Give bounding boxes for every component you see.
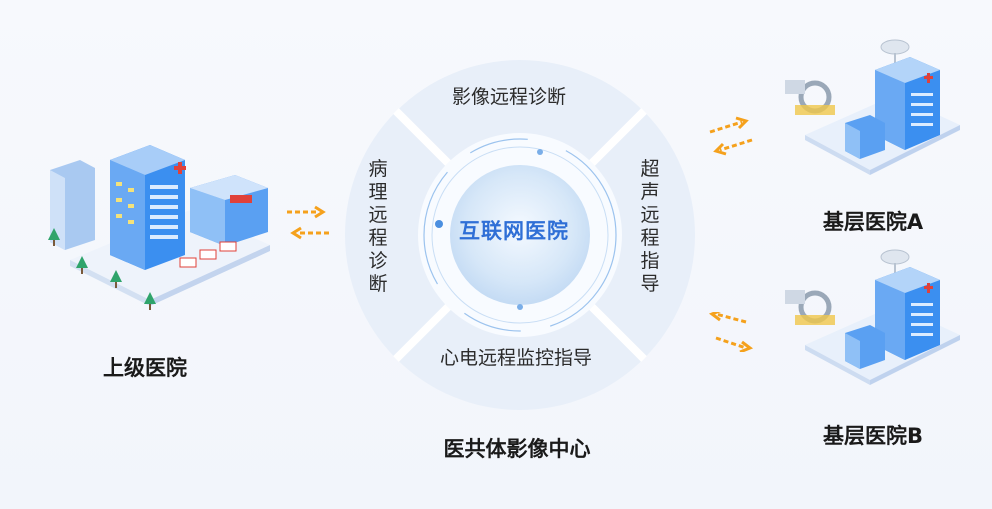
grassroots-hospital-b-label: 基层医院B bbox=[822, 424, 923, 448]
satellite-dish-icon bbox=[880, 249, 910, 275]
ambulance-icon bbox=[179, 241, 237, 268]
tree-icon bbox=[48, 228, 156, 310]
segment-left-label: 病理远程诊断 bbox=[368, 158, 388, 295]
exchange-arrows-icon bbox=[709, 116, 753, 156]
inner-arc-2 bbox=[431, 146, 609, 324]
inner-arc bbox=[423, 138, 617, 332]
satellite-dish-icon bbox=[880, 39, 910, 65]
center-title: 互联网医院 bbox=[459, 219, 569, 243]
hospital-building-icon bbox=[48, 145, 270, 310]
segment-right-label: 超声远程指导 bbox=[640, 158, 660, 295]
segment-bottom-label: 心电远程监控指导 bbox=[440, 347, 593, 369]
exchange-arrows-icon bbox=[708, 312, 754, 352]
grassroots-hospital-a-label: 基层医院A bbox=[822, 210, 924, 234]
clinic-building-icon bbox=[785, 39, 960, 175]
arc-dot bbox=[517, 304, 523, 310]
upper-hospital-label: 上级医院 bbox=[103, 356, 187, 380]
arc-dot bbox=[537, 149, 543, 155]
center-disc bbox=[450, 165, 590, 305]
service-ring-diagram bbox=[345, 60, 695, 410]
clinic-building-icon bbox=[785, 249, 960, 385]
exchange-arrows-icon bbox=[287, 205, 329, 240]
arc-dot bbox=[435, 220, 443, 228]
diagram-caption: 医共体影像中心 bbox=[443, 437, 591, 461]
segment-top-label: 影像远程诊断 bbox=[452, 86, 567, 108]
